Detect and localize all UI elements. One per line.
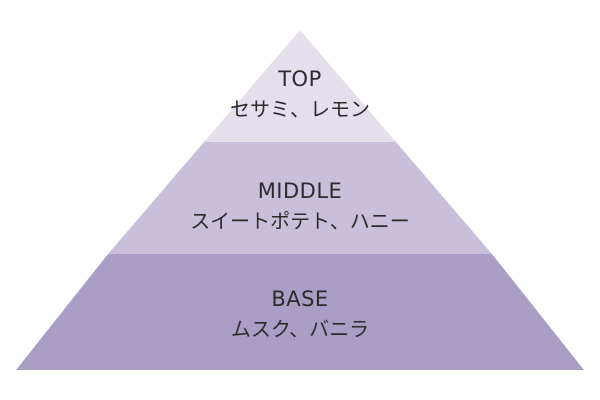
tier-label-top: TOP セサミ、レモン: [0, 67, 600, 121]
tier-label-middle: MIDDLE スイートポテト、ハニー: [0, 179, 600, 233]
tier-name-middle: MIDDLE: [257, 179, 343, 203]
tier-name-top: TOP: [278, 67, 322, 91]
pyramid-tier-top: [204, 30, 396, 142]
tier-name-base: BASE: [271, 287, 329, 311]
tier-notes-middle: スイートポテト、ハニー: [190, 209, 410, 233]
tier-notes-top: セサミ、レモン: [230, 97, 370, 121]
tier-label-base: BASE ムスク、バニラ: [0, 287, 600, 341]
pyramid-tier-middle: [108, 142, 492, 254]
pyramid-tier-base: [16, 254, 584, 370]
tier-notes-base: ムスク、バニラ: [230, 317, 370, 341]
